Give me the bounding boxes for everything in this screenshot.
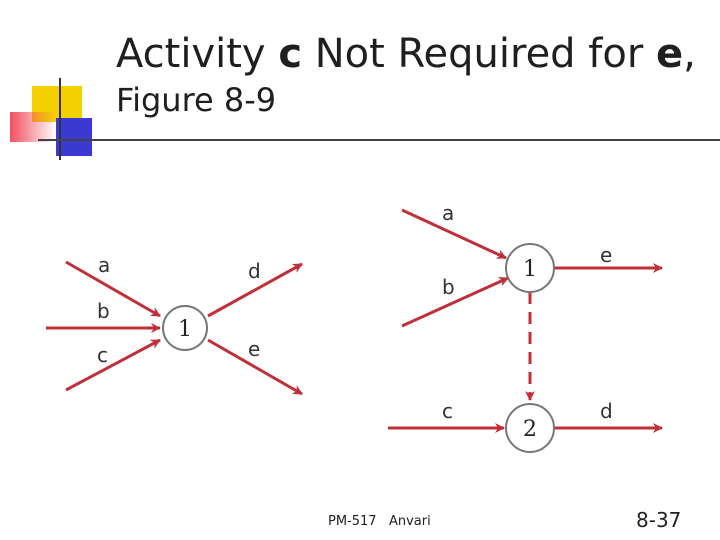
right-network-diagram — [388, 208, 663, 453]
right-label-b: b — [442, 275, 455, 299]
left-node-1-label: 1 — [178, 317, 192, 342]
left-node-1 — [162, 305, 208, 351]
left-arrow-d — [207, 262, 303, 318]
right-label-d: d — [600, 399, 613, 423]
slide-title: Activity c Not Required for e, — [116, 31, 696, 77]
left-label-e: e — [248, 337, 260, 361]
right-label-a: a — [442, 201, 454, 225]
right-node-2-label: 2 — [523, 417, 537, 442]
page-number: 8-37 — [636, 508, 682, 532]
left-arrow-e — [207, 338, 303, 396]
right-arrow-b — [401, 276, 509, 328]
left-label-d: d — [248, 259, 261, 283]
logo-blue-square — [56, 118, 92, 156]
left-label-a: a — [98, 253, 110, 277]
right-arrow-a — [401, 208, 507, 260]
footer-course: PM-517 Anvari — [328, 514, 431, 529]
right-label-c: c — [442, 399, 453, 423]
slide-subtitle: Figure 8-9 — [116, 81, 277, 119]
right-node-1 — [505, 243, 555, 293]
right-node-2 — [505, 403, 555, 453]
logo-red-bar — [10, 112, 56, 142]
left-arrow-c — [65, 338, 161, 392]
left-label-b: b — [97, 299, 110, 323]
right-label-e: e — [600, 243, 612, 267]
left-label-c: c — [97, 343, 108, 367]
left-arrow-a — [65, 260, 161, 318]
right-node-1-label: 1 — [523, 257, 537, 282]
left-network-diagram — [46, 260, 303, 396]
